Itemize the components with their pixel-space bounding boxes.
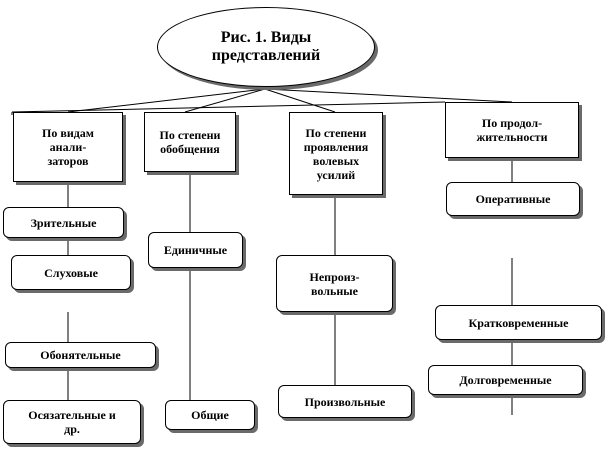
diagram-title-node: Рис. 1. Виды представлений [157, 7, 375, 87]
node-single: Единичные [148, 232, 243, 268]
node-visual: Зрительные [3, 207, 124, 238]
node-operative: Оперативные [446, 182, 580, 216]
node-olfactory: Обонятельные [5, 342, 156, 368]
category-volition: По степени проявления волевых усилий [289, 112, 383, 195]
node-long-term: Долговременные [428, 365, 583, 395]
category-duration: По продол- жительности [445, 102, 579, 158]
category-generalization: По степени обобщения [144, 112, 236, 172]
node-involuntary: Непроиз- вольные [276, 255, 393, 312]
node-auditory: Слуховые [11, 255, 131, 290]
category-analyzers: По видам анали- заторов [13, 112, 123, 182]
node-short-term: Кратковременные [435, 305, 602, 340]
node-general: Общие [165, 400, 255, 430]
node-tactile: Осязательные и др. [3, 400, 141, 444]
node-voluntary: Произвольные [278, 385, 412, 418]
